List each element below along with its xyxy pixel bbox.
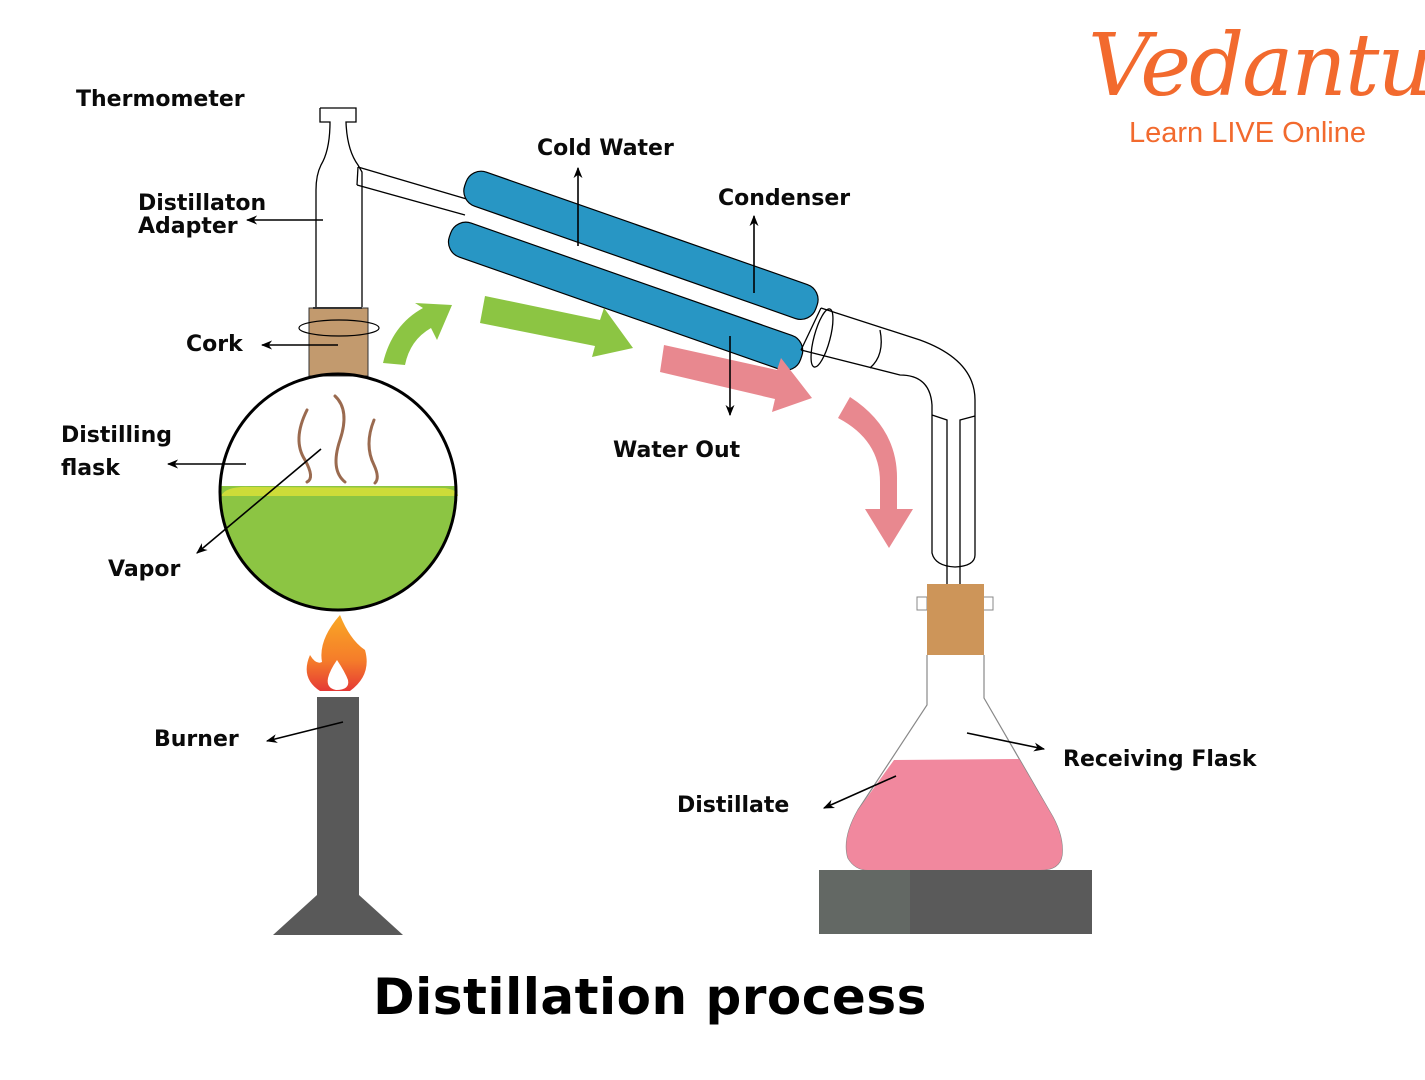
vedantu-tagline: Learn LIVE Online [1129,117,1366,149]
distillation-adapter [315,107,471,307]
burner [273,697,403,935]
flow-arrow-pink-right [660,345,812,412]
vedantu-logo: Vedantu [1088,16,1425,116]
receiving-flask [845,584,1063,871]
label-receiving-flask: Receiving Flask [1063,747,1257,772]
label-water-out: Water Out [613,438,741,463]
flask-stand [819,870,1092,934]
cork [298,307,380,377]
flow-arrow-green-right [480,296,633,357]
label-distilling-flask-line1: Distilling [61,423,172,448]
pointer-lines [166,166,1046,809]
flame-icon [306,615,367,691]
condenser [447,170,819,371]
receiver-adapter [800,307,976,584]
flow-arrow-green-up [383,303,452,365]
label-condenser: Condenser [718,186,851,211]
label-distilling-flask-line2: flask [61,456,120,481]
distilling-flask [218,372,458,612]
label-cold-water: Cold Water [537,136,674,161]
label-cork: Cork [186,332,243,357]
label-vapor: Vapor [108,557,181,582]
label-distillation-adapter-line1: Distillaton [138,191,267,216]
diagram-title: Distillation process [373,968,927,1026]
label-distillation-adapter-line2: Adapter [138,214,238,239]
label-burner: Burner [154,727,239,752]
label-distillate: Distillate [677,793,790,818]
vapor-wisps [297,394,379,485]
label-thermometer: Thermometer [76,87,245,112]
flow-arrow-pink-down [838,397,913,548]
